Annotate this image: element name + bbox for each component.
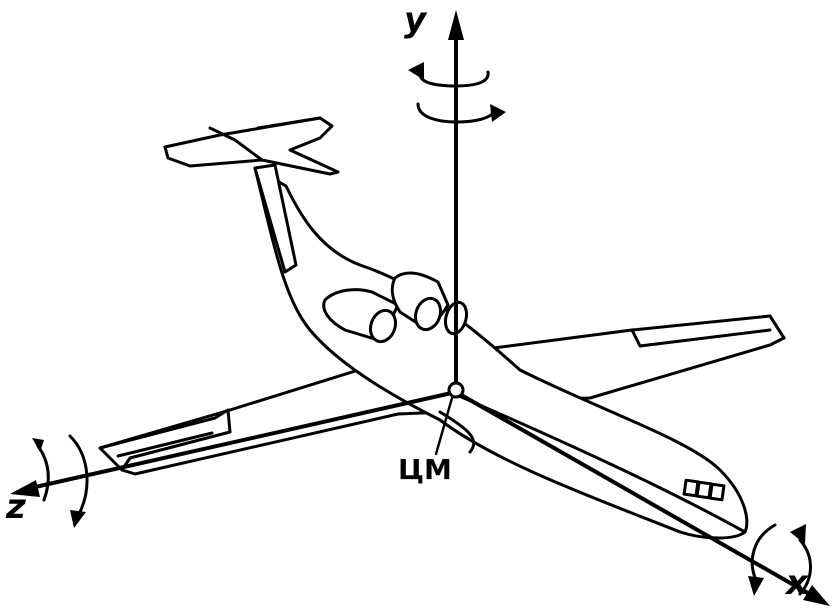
center-of-mass bbox=[434, 381, 465, 456]
x-rotation-arrow-right bbox=[798, 538, 812, 596]
y-axis-label: y bbox=[404, 0, 427, 40]
y-rotation-arrow-upper bbox=[418, 70, 490, 88]
cockpit-window-1 bbox=[682, 478, 700, 498]
center-of-mass-marker bbox=[447, 381, 465, 399]
y-rotation-arrow-lower bbox=[416, 102, 496, 124]
z-rotation-arrow-left bbox=[36, 444, 50, 502]
x-rotation-arrow-left bbox=[750, 523, 777, 582]
x-axis-label: x bbox=[786, 563, 808, 603]
engines bbox=[322, 271, 469, 344]
y-axis bbox=[408, 10, 506, 394]
x-axis bbox=[454, 390, 830, 606]
z-axis bbox=[10, 390, 458, 528]
tail bbox=[163, 116, 340, 274]
z-axis-label: z bbox=[6, 487, 26, 527]
x-axis-arrowhead bbox=[803, 585, 830, 606]
z-axis-arrowhead bbox=[10, 480, 40, 497]
center-of-mass-label: ЦМ bbox=[398, 453, 452, 486]
y-axis-arrowhead bbox=[448, 10, 464, 40]
cockpit-window-3 bbox=[708, 482, 726, 502]
cockpit-window-2 bbox=[695, 480, 713, 500]
z-rotation-arrow-right bbox=[68, 434, 89, 518]
